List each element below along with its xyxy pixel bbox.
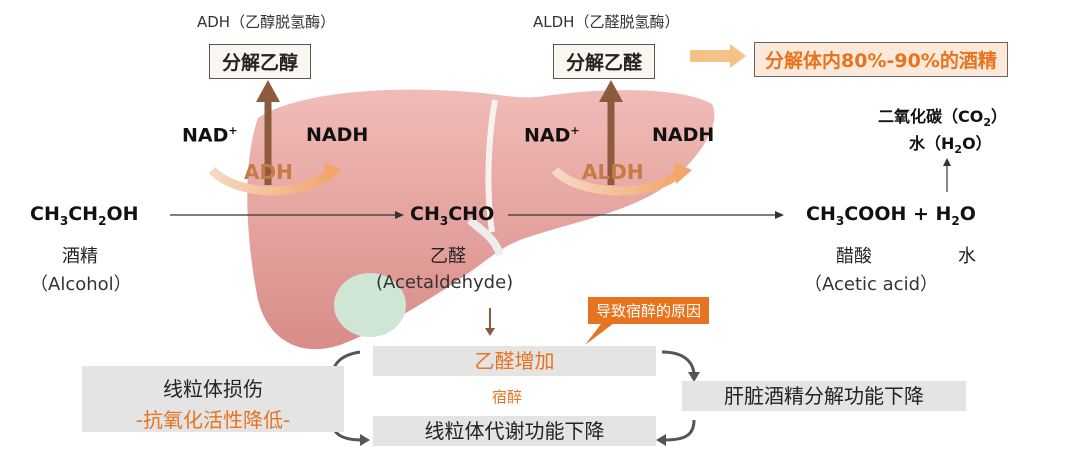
adh-nadh: NADH — [306, 124, 369, 146]
acetaldehyde-formula: CH3CHO — [410, 203, 495, 228]
mitochondria-metabolism-box: 线粒体代谢功能下降 — [373, 416, 656, 446]
mitochondria-damage-text: 线粒体损伤 — [163, 377, 263, 401]
aldh-enzyme-name: ALDH（乙醛脱氢酶） — [533, 13, 680, 31]
adh-label: ADH — [244, 160, 293, 184]
antioxidant-drop-text: -抗氧化活性降低- — [135, 408, 291, 432]
acetic-acid-formula: CH3COOH + H2O — [806, 203, 976, 228]
result-box: 分解体内80%-90%的酒精 — [754, 42, 1008, 77]
callout-pointer — [585, 320, 618, 345]
acetaldehyde-name-cn: 乙醛 — [430, 246, 466, 267]
adh-function-box: 分解乙醇 — [209, 44, 312, 79]
lobe-divider — [485, 99, 498, 233]
gallbladder-shape — [334, 273, 406, 337]
acetaldehyde-name-en: (Acetaldehyde) — [376, 272, 514, 293]
cycle-arrow-bottom-right — [663, 419, 696, 442]
aldh-label: ALDH — [582, 160, 644, 184]
alcohol-name-en: （Alcohol） — [30, 274, 132, 295]
alcohol-name-cn: 酒精 — [62, 246, 98, 267]
mitochondria-damage-box: 线粒体损伤 -抗氧化活性降低- — [82, 366, 344, 432]
hangover-label: 宿醉 — [492, 388, 523, 406]
co2-label: 二氧化碳（CO2） — [878, 107, 1008, 130]
h2o-label: 水（H2O） — [909, 134, 992, 157]
adh-nad: NAD+ — [182, 124, 238, 147]
acetaldehyde-increase-box: 乙醛增加 — [373, 346, 656, 376]
alcohol-formula: CH3CH2OH — [30, 203, 139, 228]
liver-decline-box: 肝脏酒精分解功能下降 — [682, 381, 966, 411]
ligament — [467, 217, 504, 257]
hangover-cause-tag: 导致宿醉的原因 — [588, 297, 710, 324]
acetic-acid-name-cn: 醋酸 — [836, 246, 872, 267]
aldh-arc-arrow — [551, 166, 684, 196]
adh-arc-arrow — [208, 166, 334, 196]
result-arrow — [690, 44, 746, 68]
adh-enzyme-name: ADH（乙醇脱氢酶） — [197, 13, 336, 31]
aldh-function-box: 分解乙醛 — [553, 44, 656, 79]
aldh-nadh: NADH — [652, 124, 715, 146]
aldh-nad: NAD+ — [524, 124, 580, 147]
water-name-cn: 水 — [958, 246, 976, 267]
acetic-acid-name-en: （Acetic acid） — [804, 274, 938, 295]
